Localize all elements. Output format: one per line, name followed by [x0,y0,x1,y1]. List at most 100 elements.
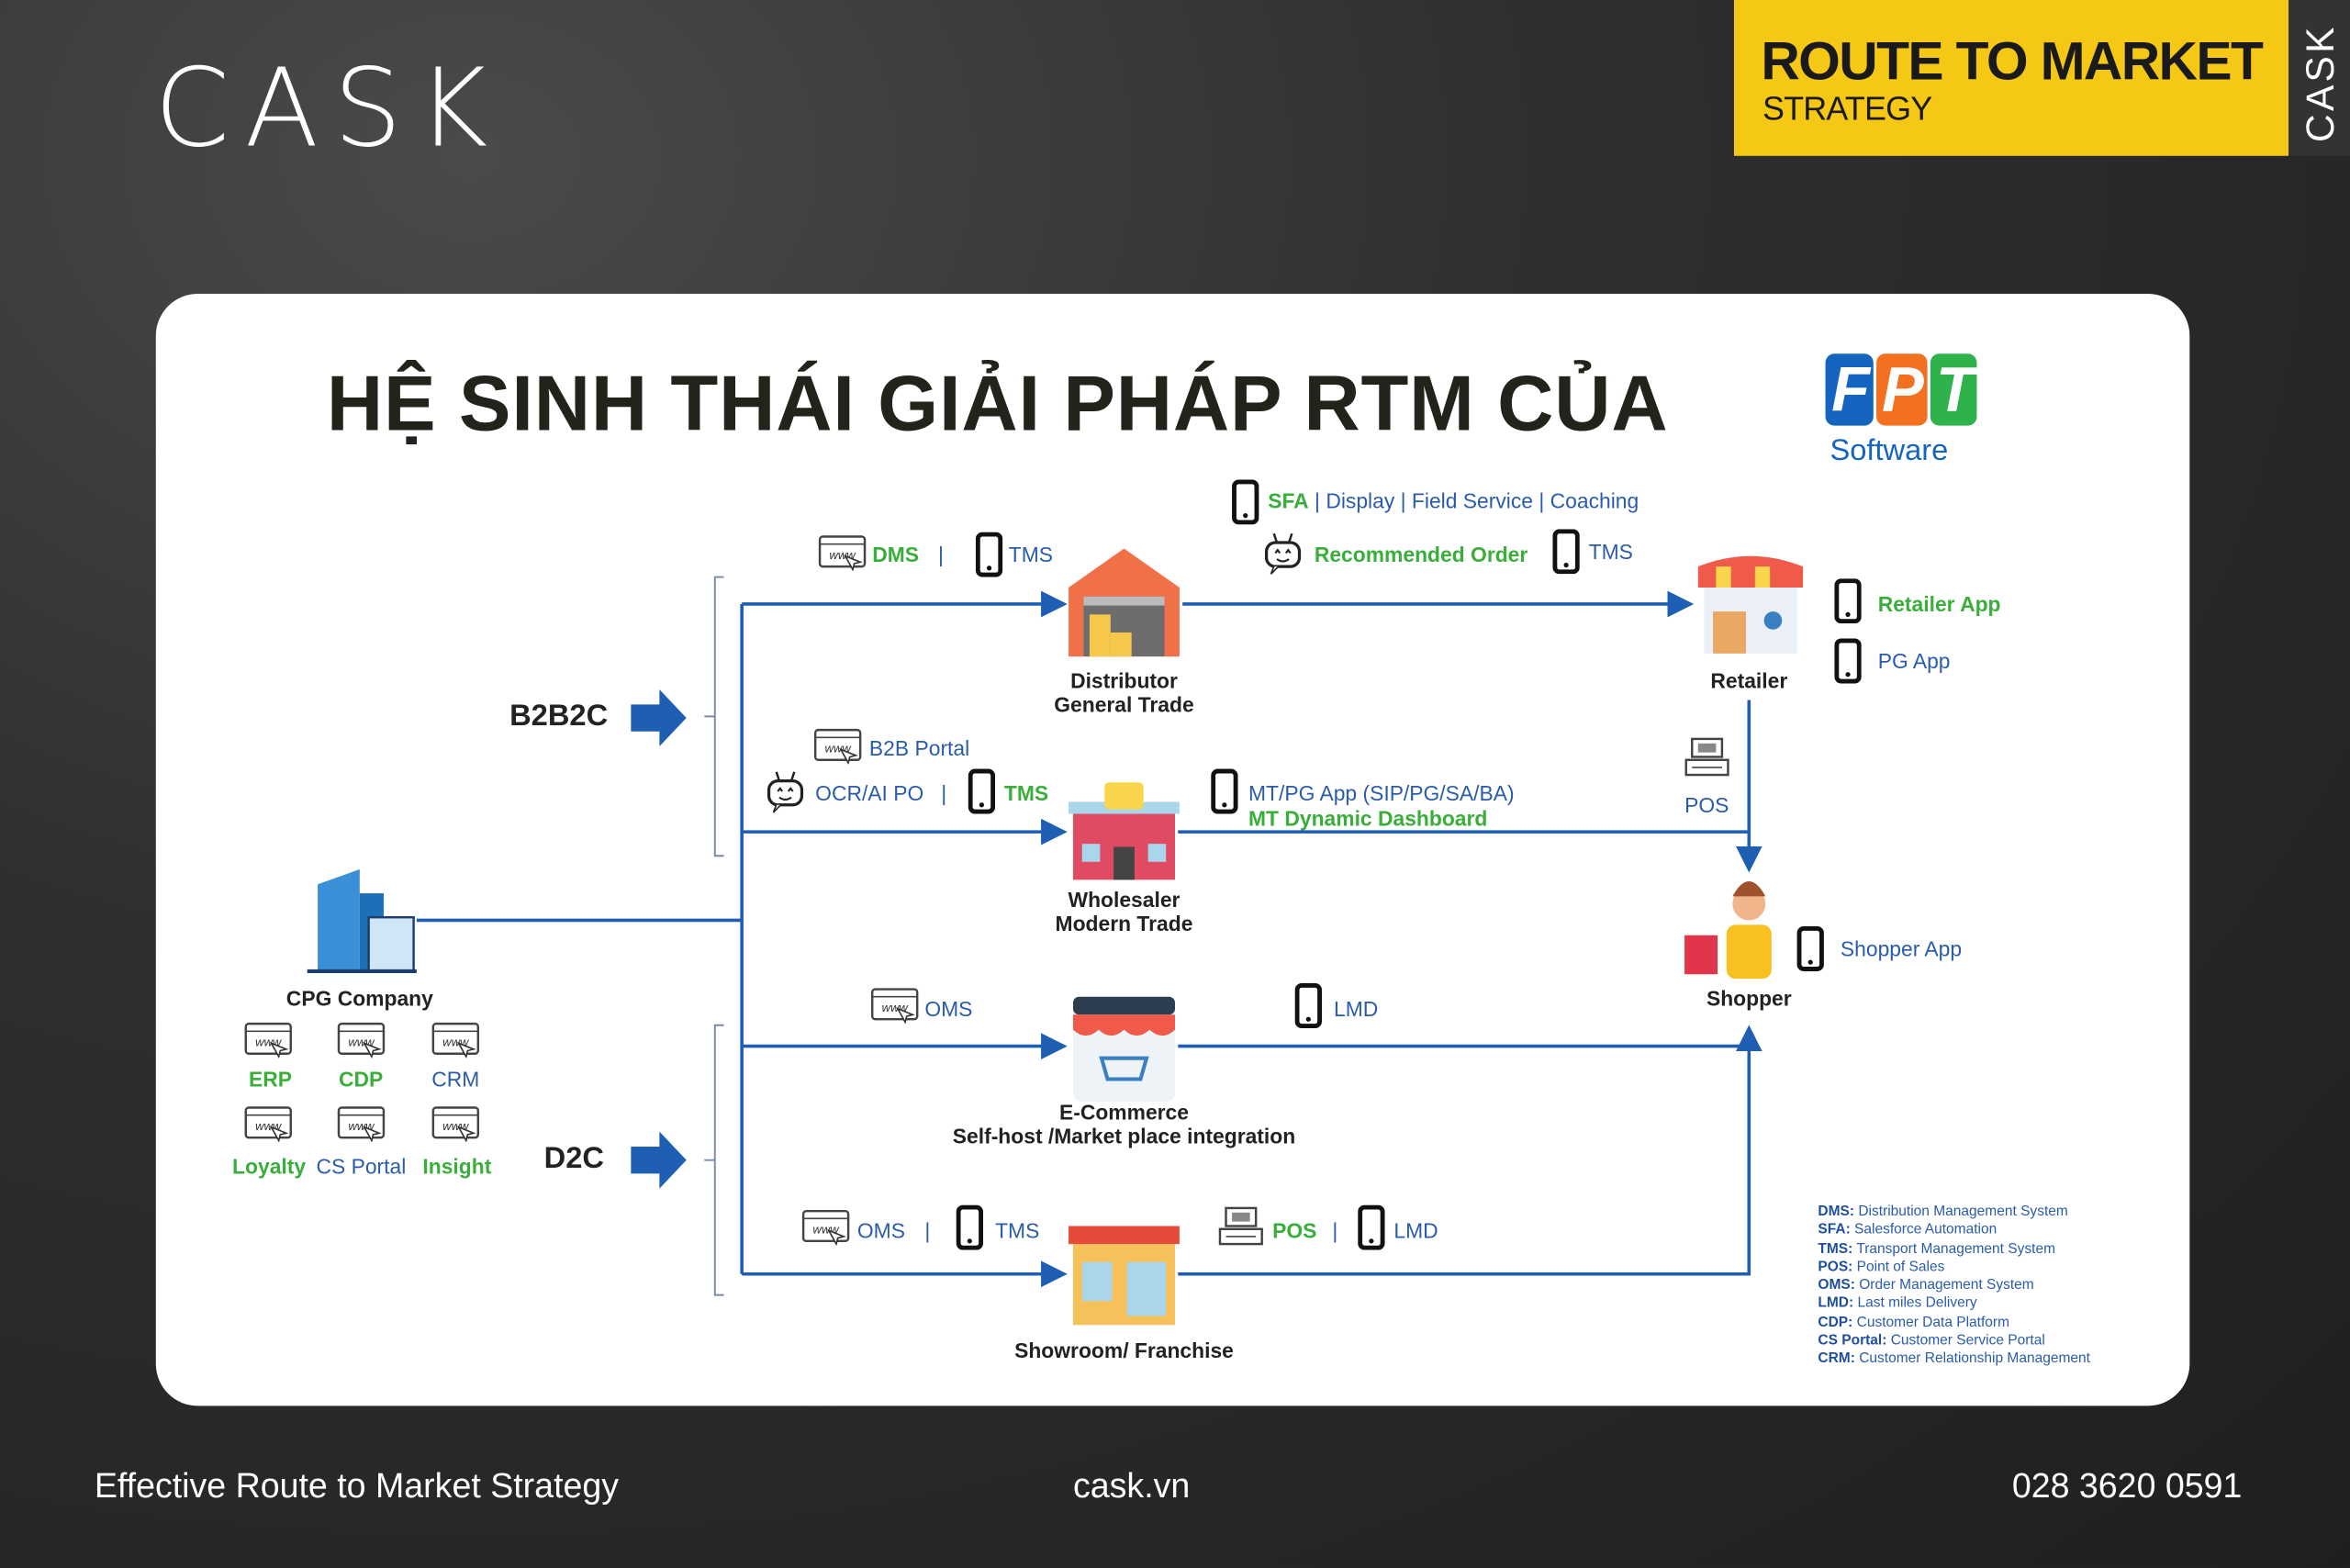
label-b2b-portal: B2B Portal [868,735,970,760]
label-erp: ERP [249,1067,293,1092]
cask-logo: CASK [154,44,503,172]
legend-item: CRM: Customer Relationship Management [1818,1351,2090,1370]
node-line: Wholesaler [1068,887,1181,912]
node-line: General Trade [1054,692,1194,717]
node-line: Distributor [1070,668,1178,693]
label-oms: OMS [856,1218,905,1243]
web-icon: www [244,1022,292,1065]
web-icon: www [337,1106,386,1149]
separator: | [924,1218,931,1243]
legend-item: POS: Point of Sales [1818,1259,2090,1277]
separator: | [938,543,944,567]
legend-item: TMS: Transport Management System [1818,1240,2090,1259]
shopper-icon [1684,880,1772,980]
warehouse-icon [1069,548,1180,657]
bot-icon [761,769,809,822]
label-cs-portal: CS Portal [316,1154,407,1179]
legend-abbr: OMS: [1818,1277,1855,1294]
mobile-icon [1232,479,1259,532]
label-dms: DMS [872,543,920,567]
label-tms: TMS [1003,780,1049,805]
label-tms: TMS [995,1218,1040,1243]
legend-text: Customer Service Portal [1886,1332,2045,1350]
fpt-letter: T [1930,353,1978,426]
legend-text: Transport Management System [1852,1240,2056,1258]
legend-text: Customer Data Platform [1852,1314,2010,1331]
node-line: Self-host /Market place integration [952,1124,1296,1148]
footer-phone: 028 3620 0591 [2011,1465,2243,1506]
label-recommended-order: Recommended Order [1314,543,1528,567]
side-tab: CASK [2288,0,2350,156]
legend-text: Distribution Management System [1854,1204,2068,1220]
label-sfa-rest: | Display | Field Service | Coaching [1308,488,1639,513]
cpg-building-icon [307,868,417,973]
label-mt-pg-app: MT/PG App (SIP/PG/SA/BA) [1248,780,1515,805]
label-mt-dashboard: MT Dynamic Dashboard [1248,806,1488,831]
label-crm: CRM [431,1067,480,1092]
legend-abbr: CDP: [1818,1314,1853,1331]
legend-abbr: SFA: [1818,1222,1851,1239]
b2b2c-arrow-icon [631,689,687,747]
legend-abbr: DMS: [1818,1204,1855,1220]
legend-text: Salesforce Automation [1850,1222,1998,1239]
fpt-software: Software [1830,434,1949,468]
label-pg-app: PG App [1877,648,1951,674]
legend-text: Last miles Delivery [1853,1295,1977,1313]
fpt-letter: P [1875,353,1928,426]
node-cpg-company: CPG Company [285,986,433,1011]
mobile-icon [975,532,1003,585]
label-sfa-group: SFA | Display | Field Service | Coaching [1268,488,1639,512]
web-icon: www [431,1022,480,1065]
node-shopper: Shopper [1706,986,1792,1011]
legend-text: Order Management System [1854,1277,2034,1294]
web-icon: www [801,1209,850,1253]
label-insight: Insight [422,1154,492,1179]
label-pos: POS [1684,792,1729,817]
mobile-icon [956,1204,984,1258]
label-sfa: SFA [1268,488,1309,513]
label-loyalty: Loyalty [232,1154,307,1179]
fpt-letter: F [1825,353,1874,426]
label-retailer-app: Retailer App [1877,591,2001,617]
legend-abbr: CRM: [1818,1350,1855,1368]
mobile-icon [1834,578,1862,631]
footer-tagline: Effective Route to Market Strategy [94,1465,620,1506]
badge-title: ROUTE TO MARKET [1761,29,2264,92]
legend-item: SFA: Salesforce Automation [1818,1222,2090,1240]
legend-abbr: LMD: [1818,1295,1854,1313]
legend-text: Point of Sales [1852,1259,1945,1276]
node-retailer: Retailer [1710,668,1788,693]
route-to-market-badge: ROUTE TO MARKET STRATEGY [1733,0,2289,156]
wholesaler-store-icon [1069,782,1180,880]
web-icon: www [818,535,867,578]
legend-item: CS Portal: Customer Service Portal [1818,1333,2090,1351]
page-title: HỆ SINH THÁI GIẢI PHÁP RTM CỦA [326,361,1669,449]
segment-b2b2c: B2B2C [509,700,609,734]
label-oms: OMS [924,996,973,1021]
legend-item: OMS: Order Management System [1818,1277,2090,1295]
web-icon: www [431,1106,480,1149]
label-tms: TMS [1008,543,1054,567]
label-tms: TMS [1588,539,1633,564]
ecommerce-icon [1072,996,1175,1102]
footer-website[interactable]: cask.vn [1072,1465,1191,1506]
mobile-icon [1834,638,1862,691]
bot-icon [1259,531,1306,583]
pos-terminal-icon [1217,1205,1265,1258]
mobile-icon [1211,768,1238,822]
legend-abbr: TMS: [1818,1240,1853,1258]
web-icon: www [337,1022,386,1065]
label-cdp: CDP [338,1067,384,1092]
legend-abbr: CS Portal: [1818,1332,1887,1350]
web-icon: www [813,728,862,771]
label-lmd: LMD [1334,996,1379,1021]
label-ocr-ai-po: OCR/AI PO [815,780,924,805]
d2c-arrow-icon [631,1131,687,1189]
mobile-icon [1796,925,1824,979]
segment-d2c: D2C [543,1142,604,1175]
